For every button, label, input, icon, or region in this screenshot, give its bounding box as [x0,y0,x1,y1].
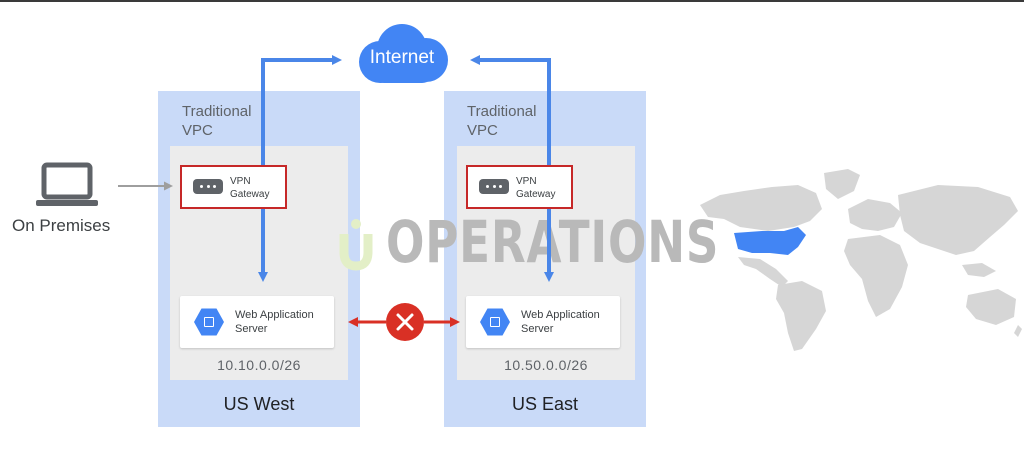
vpc-title-line2: VPC [182,122,213,139]
map-mexico [738,257,788,287]
arrow-east-to-internet [470,55,551,168]
server-label-line1: Web Application [235,309,314,321]
gateway-label: VPN Gateway [516,175,555,201]
server-label: Web Application Server [521,308,600,336]
map-canada [700,185,822,231]
map-south-america [776,281,826,351]
map-australia [966,289,1016,325]
region-name-us-west: US West [223,394,295,414]
web-app-server-us-east: Web Application Server [466,296,620,348]
world-map [700,169,1022,351]
map-greenland [824,169,860,199]
watermark-text: OPERATIONS [386,208,720,276]
map-new-zealand [1014,325,1022,337]
vpc-title-us-west: Traditional VPC [182,102,251,140]
cloud-icon [359,24,448,83]
compute-engine-icon [480,308,510,336]
subnet-us-west: 10.10.0.0/26 [217,357,301,373]
region-name-us-east: US East [511,394,579,414]
subnet-us-east: 10.50.0.0/26 [504,357,588,373]
server-label-line2: Server [521,323,554,335]
watermark: OPERATIONS [336,208,718,278]
vpc-title-line1: Traditional [467,103,537,120]
compute-engine-icon [194,308,224,336]
map-usa-highlight [734,227,806,255]
blocked-icon [386,303,424,341]
map-asia [898,185,1018,255]
server-label: Web Application Server [235,308,314,336]
vpc-title-line1: Traditional [182,103,252,120]
top-border [0,0,1024,2]
vpn-gateway-us-west: VPN Gateway [180,165,287,209]
internet-cloud: Internet [350,22,454,84]
map-se-asia [962,263,996,277]
gateway-label-line1: VPN [230,176,251,187]
watermark-logo-icon [339,219,373,271]
gateway-icon [193,179,223,194]
map-africa [844,235,908,317]
server-label-line2: Server [235,323,268,335]
vpn-gateway-us-east: VPN Gateway [466,165,573,209]
web-app-server-us-west: Web Application Server [180,296,334,348]
gateway-label-line1: VPN [516,176,537,187]
on-premises-label: On Premises [12,216,111,235]
arrow-west-to-internet [261,55,342,168]
gateway-label: VPN Gateway [230,175,269,201]
internet-label: Internet [369,47,435,68]
gateway-label-line2: Gateway [516,189,556,200]
laptop-icon [36,162,98,208]
gateway-label-line2: Gateway [230,189,270,200]
vpc-title-us-east: Traditional VPC [467,102,536,140]
server-label-line1: Web Application [521,309,600,321]
gateway-icon [479,179,509,194]
vpc-title-line2: VPC [467,122,498,139]
map-europe [848,199,902,231]
